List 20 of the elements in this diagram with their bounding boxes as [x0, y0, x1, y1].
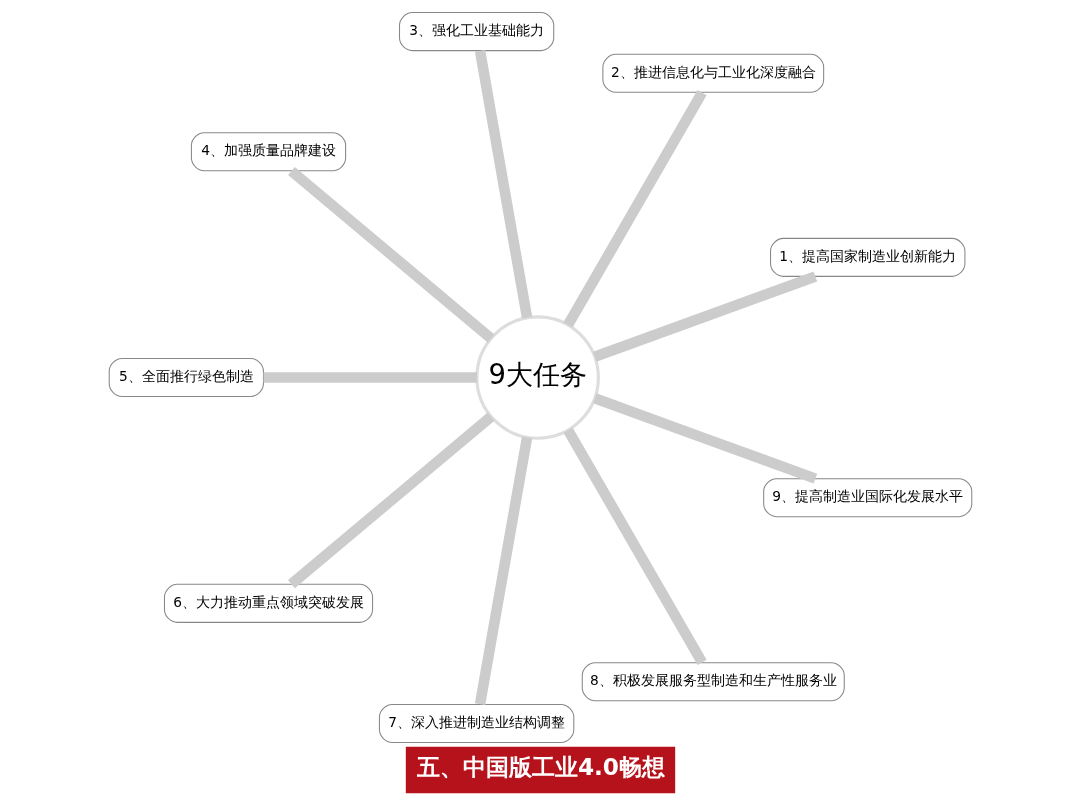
node-box: 4、加强质量品牌建设: [190, 132, 346, 172]
connector: [562, 90, 707, 328]
node-circle: 9大任务: [474, 315, 600, 440]
diagram-title: 五、中国版工业4.0畅想: [416, 752, 665, 780]
connector: [474, 436, 532, 706]
node-box: 1、提高国家制造业创新能力: [769, 237, 965, 277]
connector: [562, 427, 707, 666]
node-box: 2、推进信息化与工业化深度融合: [601, 53, 824, 93]
node-box: 5、全面推行绿色制造: [108, 358, 264, 398]
node-box: 9、提高制造业国际化发展水平: [762, 478, 972, 518]
connector: [287, 166, 494, 343]
node-box: 6、大力推动重点领域突破发展: [163, 583, 373, 623]
connector: [592, 393, 817, 484]
node-box: 8、积极发展服务型制造和生产性服务业: [581, 662, 845, 702]
node-box: 3、强化工业基础能力: [398, 12, 554, 52]
node-box: 7、深入推进制造业结构调整: [378, 703, 574, 744]
connector: [263, 372, 477, 383]
connector: [287, 412, 494, 589]
connector: [474, 50, 532, 319]
connector: [592, 271, 817, 362]
